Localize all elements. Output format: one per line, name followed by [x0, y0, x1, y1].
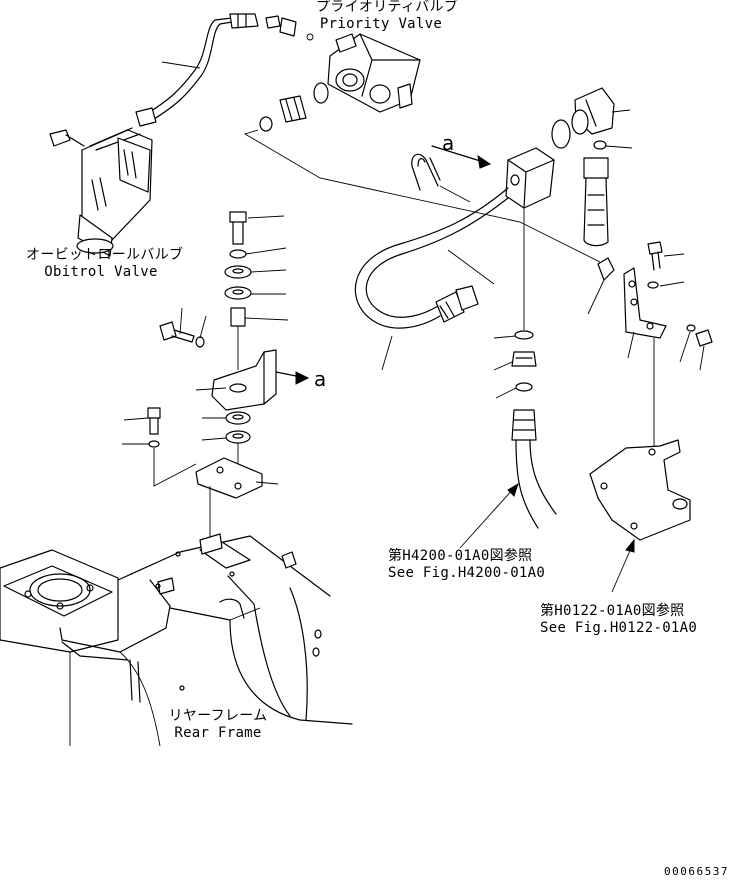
rear-frame-label-jp: リヤーフレーム [168, 708, 268, 724]
adapter-lower [511, 351, 537, 367]
orbitrol-valve-label-en: Obitrol Valve [44, 264, 158, 280]
leader-to-bracket [243, 129, 601, 263]
leader-tube-nut [447, 249, 495, 285]
washer-right-2 [686, 324, 696, 332]
oring-adapter [259, 116, 273, 132]
spacer-stack-4-hole [232, 433, 244, 439]
rear-frame [0, 533, 353, 725]
leader-adapter [493, 361, 513, 371]
spacer-stack-3-hole [232, 414, 244, 420]
u-bolt [411, 153, 441, 191]
leader-ref-hose [459, 487, 515, 549]
steel-tube-loop [354, 187, 509, 329]
collar-stack [230, 307, 246, 327]
oring-large [313, 82, 329, 104]
ref-hose-label-jp: 第H4200-01A0図参照 [388, 548, 533, 564]
spacer-stack-1 [224, 265, 252, 279]
spacer-stack-2-hole [232, 289, 244, 295]
priority-valve-label-en: Priority Valve [319, 16, 443, 32]
clip-right [597, 257, 615, 281]
spacer-stack-4 [225, 430, 251, 444]
spacer-stack-1-hole [232, 268, 244, 274]
leader-bolt-right [663, 253, 685, 257]
leader-oring-2 [495, 387, 517, 399]
view-a-label-top: a [442, 131, 455, 155]
drawing-number: 00066537 [664, 865, 729, 878]
bolt-right [647, 241, 663, 271]
spacer-stack-3 [225, 411, 251, 425]
leader-spacer-4 [201, 437, 227, 441]
oring-lower-2 [515, 382, 533, 392]
orbitrol-valve-label-jp: オービットロールバルブ [26, 247, 184, 263]
leader-bolt-stack [247, 215, 285, 219]
leader-collar [244, 317, 289, 321]
priority-valve [327, 33, 421, 113]
leader-nut-right [699, 345, 705, 371]
hose-orbitrol-to-priority [135, 13, 297, 127]
l-bracket-center [211, 349, 277, 411]
ref-bracket-label-jp: 第H0122-01A0図参照 [540, 603, 685, 619]
leader-tube [381, 335, 393, 371]
mounting-plate-right [589, 439, 691, 541]
leader-left-to-plate [153, 448, 197, 487]
leader-bolt-horizontal [179, 307, 183, 335]
ref-bracket-label-en: See Fig.H0122-01A0 [540, 620, 698, 636]
ref-hose-label-en: See Fig.H4200-01A0 [388, 565, 546, 581]
oring-elbow [551, 119, 571, 149]
washer-horizontal [195, 336, 205, 348]
leader-oring-elbow [605, 145, 633, 149]
leader-u-bolt [439, 185, 471, 203]
leader-washer-horizontal [199, 315, 207, 339]
right-bracket [623, 267, 667, 339]
washer-right [647, 281, 659, 289]
vertical-hose-right [583, 157, 609, 247]
leader-plate-small [255, 481, 279, 485]
arrow-a-mid-head [295, 371, 310, 385]
oring-lower-1 [514, 330, 534, 340]
washer-stack-1 [229, 249, 247, 259]
priority-valve-label-jp: プライオリティバルブ [316, 0, 459, 15]
rear-frame-label-en: Rear Frame [174, 725, 262, 741]
arrow-a-top-head [477, 154, 492, 169]
leader-clip [587, 279, 605, 315]
leader-elbow [611, 109, 631, 113]
junction-block [505, 147, 555, 209]
leader-bracket-right [627, 331, 635, 359]
leader-hose-upper [161, 61, 201, 69]
bolt-horizontal-left [159, 321, 195, 343]
leader-oring-1 [493, 335, 517, 339]
leader-washer-right [659, 281, 685, 287]
bolt-left-lower [147, 407, 161, 435]
orbitrol-valve [49, 127, 153, 257]
oring-elbow-small [593, 140, 607, 150]
leader-bolt-left [123, 417, 149, 421]
arrow-ref-bracket [625, 538, 635, 553]
adapter-fitting-left [279, 95, 307, 123]
leader-washer-right-2 [679, 331, 691, 363]
washer-left-lower [148, 440, 160, 448]
oring-small-top [306, 33, 314, 41]
leader-l-bracket [195, 387, 227, 391]
arrow-ref-hose [507, 482, 519, 497]
leader-spacer-1 [250, 269, 287, 273]
spacer-stack-2 [224, 286, 252, 300]
leader-frame-mid [119, 651, 161, 747]
elbow-fitting [571, 87, 615, 135]
frame-edge [229, 607, 261, 621]
mount-plate-small [195, 457, 263, 499]
leader-washer-stack [245, 247, 287, 255]
view-a-label-mid: a [314, 367, 327, 391]
hose-lower [511, 409, 557, 529]
leader-ref-bracket [611, 545, 633, 593]
bolt-stack-top [229, 211, 247, 245]
nut-right [695, 329, 713, 347]
